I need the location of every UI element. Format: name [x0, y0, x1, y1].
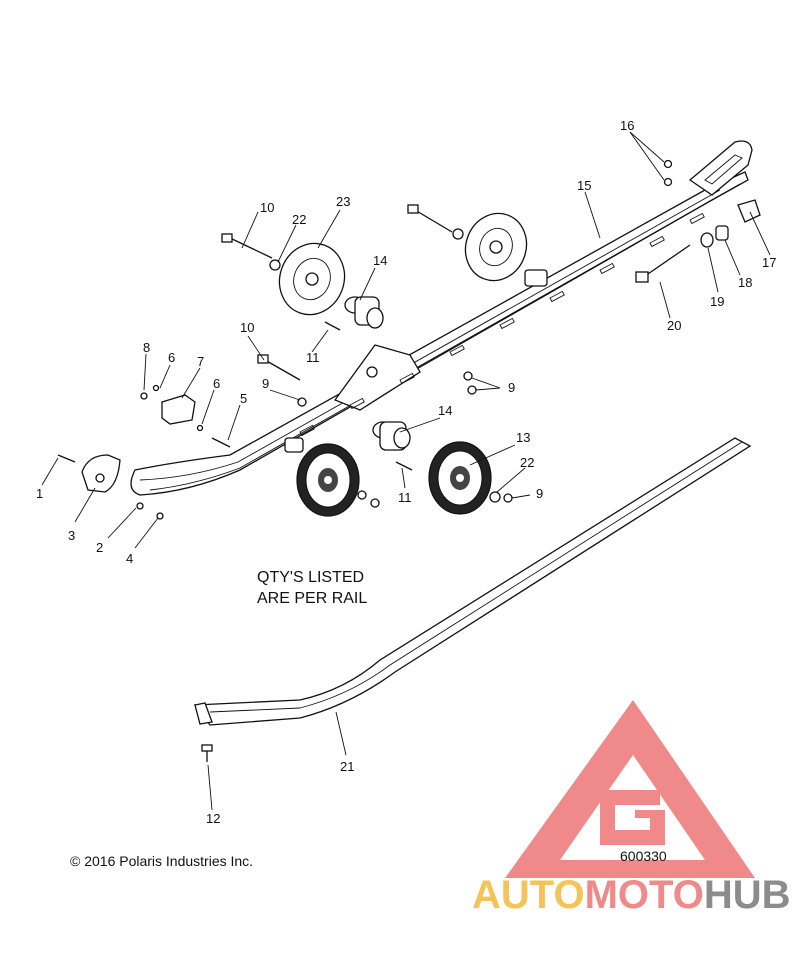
qty-note-line2: ARE PER RAIL — [257, 590, 367, 607]
callout-22b: 22 — [520, 455, 534, 470]
callout-1: 1 — [36, 486, 43, 501]
callout-6a: 6 — [168, 350, 175, 365]
bolt-10-upper — [229, 237, 273, 259]
callout-11b: 11 — [398, 490, 412, 505]
rail-body — [130, 171, 749, 496]
washer-6-a — [152, 384, 160, 392]
nut-9-c — [467, 385, 477, 395]
rail-edge-line — [139, 189, 721, 481]
callout-22a: 22 — [292, 212, 306, 227]
watermark-logo: AUTOMOTOHUB — [472, 700, 791, 917]
bolt-11-upper — [324, 321, 341, 331]
rail-rear-loop — [688, 140, 753, 196]
watermark-g-mark — [600, 790, 665, 845]
callout-10a: 10 — [260, 200, 274, 215]
slide-body — [193, 437, 752, 726]
rail-rear-loop-slot — [704, 154, 743, 185]
slide-front-tip — [194, 702, 213, 725]
wheel-axle-upper — [344, 296, 384, 329]
callout-5: 5 — [240, 391, 247, 406]
hyfax-slide — [193, 437, 752, 726]
idler-wheel-upper-rear — [464, 212, 528, 282]
washer-22-lower-rear — [489, 491, 501, 503]
callout-13: 13 — [516, 430, 530, 445]
bolt-1 — [57, 454, 76, 463]
spacer-18 — [715, 225, 729, 241]
rail-mount-hole — [366, 366, 378, 378]
callout-16: 16 — [620, 118, 634, 133]
front-bumper-hole — [95, 473, 105, 483]
bolt-10-lower — [264, 359, 301, 381]
callout-12: 12 — [206, 811, 220, 826]
bolt-20 — [644, 244, 691, 277]
idler-wheel-upper-front — [278, 242, 346, 316]
nut-8 — [140, 392, 148, 400]
bolt-10-upper-head — [221, 233, 233, 243]
callout-9a: 9 — [262, 376, 269, 391]
callout-23: 23 — [336, 194, 350, 209]
bolt-20-head — [635, 271, 649, 283]
washer-22-rear — [452, 228, 464, 240]
callout-2: 2 — [96, 540, 103, 555]
callout-21: 21 — [340, 759, 354, 774]
leader-lines — [41, 131, 771, 811]
watermark-word-auto: AUTOMOTOHUB — [472, 873, 791, 917]
nut-9-e — [503, 493, 513, 503]
callout-4: 4 — [126, 551, 133, 566]
nut-19 — [700, 232, 714, 248]
washer-22-upper — [269, 259, 281, 271]
qty-note-line1: QTY'S LISTED — [257, 569, 364, 586]
slide-groove — [209, 441, 743, 713]
callout-14b: 14 — [438, 403, 452, 418]
callout-14a: 14 — [373, 253, 387, 268]
stopper-block — [161, 394, 196, 425]
idler-wheel-lower-front — [296, 443, 360, 517]
callout-numbers: 1 2 3 4 5 6 6 7 8 9 9 9 10 10 11 11 12 1… — [36, 118, 776, 826]
rail-post-rear — [524, 269, 548, 287]
nut-9-d — [370, 498, 380, 508]
washer-6-b — [196, 424, 204, 432]
rail-mount-plate — [333, 344, 421, 411]
drawing-number: 600330 — [620, 848, 667, 864]
washer-2 — [136, 502, 144, 510]
callout-7: 7 — [197, 354, 204, 369]
callout-20: 20 — [667, 318, 681, 333]
rail-assembly — [130, 140, 753, 496]
callout-19: 19 — [710, 294, 724, 309]
nut-9-b — [463, 371, 473, 381]
callout-6b: 6 — [213, 376, 220, 391]
nut-4 — [156, 512, 164, 520]
nuts-washers — [136, 159, 761, 520]
copyright-text: © 2016 Polaris Industries Inc. — [70, 853, 253, 869]
callout-9b: 9 — [508, 380, 515, 395]
callout-10b: 10 — [240, 320, 254, 335]
callout-3: 3 — [68, 528, 75, 543]
idler-wheel-lower-rear — [428, 441, 492, 515]
screw-16-b — [663, 177, 673, 187]
nut-9-a — [297, 397, 307, 407]
wheel-axle-lower — [372, 421, 411, 451]
bolt-11-lower — [395, 461, 413, 471]
bolt-10-rear-head — [407, 204, 419, 214]
callout-18: 18 — [738, 275, 752, 290]
rail-edge-line-2 — [149, 183, 741, 491]
screw-16-a — [663, 159, 673, 169]
bolt-5 — [211, 437, 231, 448]
bolt-12-head — [201, 744, 213, 752]
callout-17: 17 — [762, 255, 776, 270]
washer-22-lower-front — [357, 490, 367, 500]
callout-8: 8 — [143, 340, 150, 355]
callout-15: 15 — [577, 178, 591, 193]
callout-9c: 9 — [536, 486, 543, 501]
rail-post-front — [284, 437, 304, 453]
rail-slots — [299, 212, 705, 437]
bolt-10-rear — [414, 209, 453, 233]
watermark-triangle-inner — [560, 755, 705, 860]
callout-11a: 11 — [306, 350, 320, 365]
bracket-17 — [737, 199, 761, 223]
